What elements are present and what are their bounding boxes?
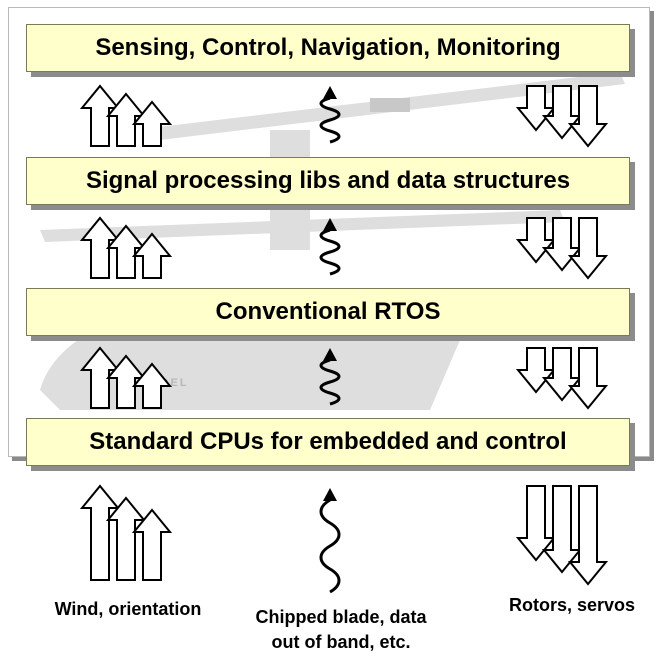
blade-tip-mark xyxy=(370,98,410,112)
up-arrow-1-c xyxy=(131,232,173,279)
down-arrow-ext-a xyxy=(515,485,557,562)
up-arrow-2-c xyxy=(131,362,173,409)
layer-rtos: Conventional RTOS xyxy=(26,288,630,336)
label-inputs: Wind, orientation xyxy=(54,599,202,619)
layer-cpus: Standard CPUs for embedded and control xyxy=(26,418,630,466)
up-arrow-ext-c xyxy=(131,508,173,581)
label-faults-line1: Chipped blade, data xyxy=(255,607,427,627)
down-arrow-1-a xyxy=(515,217,557,264)
layer-application: Sensing, Control, Navigation, Monitoring xyxy=(26,24,630,72)
layer-signal-processing: Signal processing libs and data structur… xyxy=(26,157,630,205)
label-outputs: Rotors, servos xyxy=(508,595,636,615)
wavy-arrow-ext xyxy=(319,488,341,594)
wavy-arrow-0 xyxy=(319,86,341,144)
up-arrow-0-c xyxy=(131,100,173,147)
down-arrow-0-c xyxy=(567,85,609,148)
up-arrow-ext-b xyxy=(105,496,147,581)
label-faults-line2: out of band, etc. xyxy=(271,632,411,652)
down-arrow-0-a xyxy=(515,85,557,132)
wavy-arrow-1 xyxy=(319,218,341,276)
down-arrow-ext-b xyxy=(541,485,583,574)
wavy-arrow-2 xyxy=(319,348,341,406)
down-arrow-2-c xyxy=(567,347,609,410)
up-arrow-ext-a xyxy=(79,484,121,581)
down-arrow-1-c xyxy=(567,217,609,280)
down-arrow-ext-c xyxy=(567,485,609,586)
down-arrow-2-a xyxy=(515,347,557,394)
